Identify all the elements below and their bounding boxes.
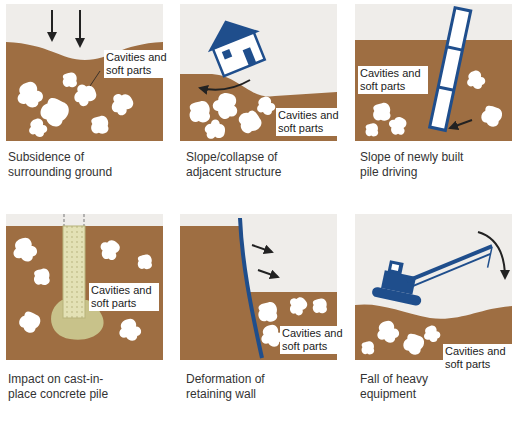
- caption-text: Fall of heavy equipment: [360, 372, 450, 402]
- callout-label: Cavities and soft parts: [104, 50, 174, 78]
- caption-text: Slope/collapse of adjacent structure: [186, 150, 306, 180]
- dashed-line: [83, 214, 84, 226]
- caption-text: Deformation of retaining wall: [186, 372, 291, 402]
- arrow: [252, 245, 272, 252]
- caption-text: Impact on cast-in-place concrete pile: [8, 372, 126, 402]
- cavities: [190, 88, 276, 144]
- sky: [355, 4, 512, 141]
- sky: [6, 214, 163, 360]
- ground: [6, 226, 163, 360]
- callout-label: Cavities and soft parts: [280, 326, 350, 354]
- leader-line: [90, 71, 100, 86]
- cavities: [362, 321, 441, 357]
- arrow: [200, 80, 250, 90]
- arrow: [478, 232, 505, 278]
- concrete-pile: [63, 226, 85, 318]
- crane: [371, 224, 492, 319]
- callout-label: Cavities and soft parts: [443, 344, 513, 372]
- arrow: [450, 120, 472, 128]
- house: [199, 10, 270, 78]
- retaining-wall: [240, 218, 262, 358]
- cavities: [18, 72, 136, 136]
- sky: [355, 214, 512, 360]
- callout-label: Cavities and soft parts: [358, 66, 428, 94]
- arrow: [79, 10, 81, 46]
- pile-texture: [63, 226, 85, 318]
- pile: [430, 8, 471, 131]
- panel-pile-driving: [355, 4, 512, 141]
- panel-concrete-pile: [6, 214, 163, 360]
- dashed-line: [63, 214, 64, 226]
- panel-heavy-equipment: [355, 214, 512, 360]
- arrow: [51, 10, 53, 40]
- caption-text: Slope of newly built pile driving: [360, 150, 464, 180]
- callout-label: Cavities and soft parts: [276, 108, 346, 136]
- arrow: [258, 270, 278, 277]
- callout-label: Cavities and soft parts: [89, 283, 159, 311]
- caption-text: Subsidence of surrounding ground: [8, 150, 133, 180]
